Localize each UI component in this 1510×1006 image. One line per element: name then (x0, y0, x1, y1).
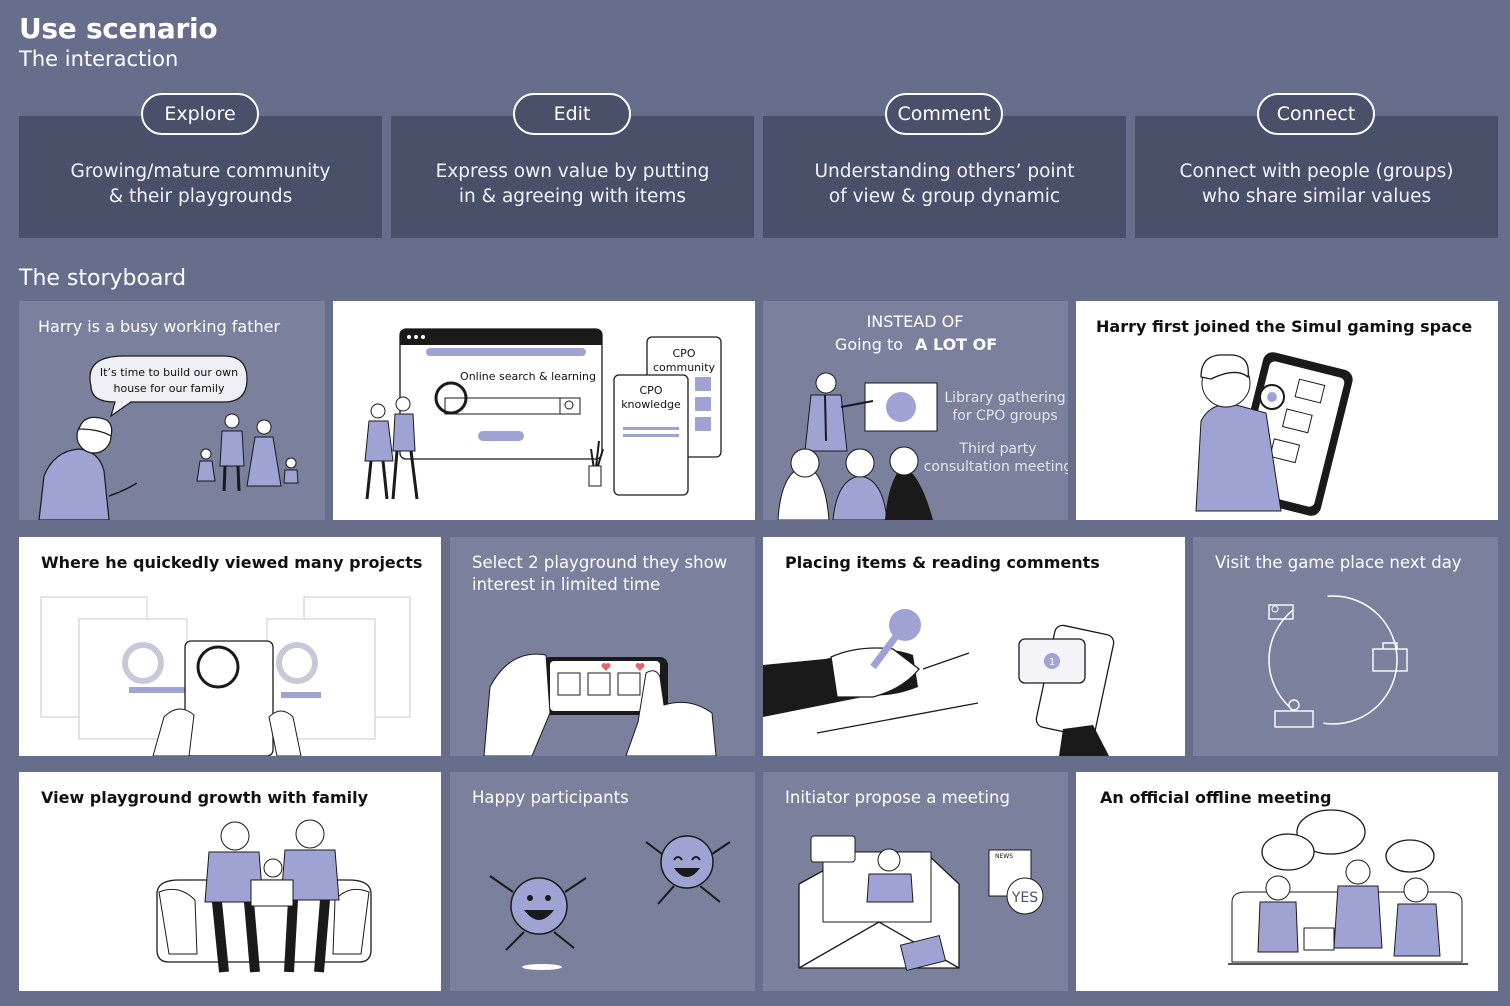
card-cpo-knowledge-line2: knowledge (621, 398, 681, 411)
speech-bubble-line2: house for our family (114, 382, 225, 395)
stage-pill-edit: Edit (513, 93, 631, 135)
panel-instead-of: INSTEAD OF Going to A LOT OF Library gat… (763, 301, 1068, 520)
page-subtitle: The interaction (19, 47, 179, 71)
panel-caption: Harry first joined the Simul gaming spac… (1096, 317, 1473, 336)
card-cpo-community-line1: CPO (673, 347, 696, 360)
select-playground-illustration (483, 653, 717, 756)
panel-caption: Visit the game place next day (1215, 553, 1462, 572)
stage-pill-explore: Explore (141, 93, 259, 135)
viewed-projects-illustration (40, 596, 411, 756)
panel-playground-family: View playground growth with family (19, 772, 441, 991)
yes-label: YES (1011, 890, 1038, 906)
instead-of-line1: INSTEAD OF (867, 312, 964, 331)
option-consultation-line1: Third party (958, 441, 1036, 457)
panel-propose-meeting: Initiator propose a meeting NEWS YES (763, 772, 1068, 991)
panel-caption: An official offline meeting (1100, 788, 1332, 807)
panel-caption: Harry is a busy working father (38, 317, 281, 336)
panel-caption: Placing items & reading comments (785, 553, 1100, 572)
panel-happy-participants: Happy participants (450, 772, 755, 991)
panel-online-search: Online search & learning CPO community C… (333, 301, 755, 520)
joined-gaming-illustration (1195, 352, 1353, 516)
panel-viewed-projects: Where he quickedly viewed many projects (19, 537, 441, 756)
stage-pill-connect: Connect (1257, 93, 1375, 135)
offline-meeting-illustration (1228, 809, 1468, 965)
stage-connect-description: Connect with people (groups)who share si… (1179, 161, 1454, 207)
notification-badge: 1 (1049, 657, 1055, 668)
option-library-line2: for CPO groups (952, 408, 1057, 424)
stage-explore: Growing/mature community& their playgrou… (19, 116, 382, 238)
happy-participants-illustration (489, 835, 731, 970)
busy-father-illustration: It’s time to build our own house for our… (38, 355, 299, 520)
propose-meeting-illustration: NEWS YES (798, 835, 1044, 972)
option-consultation-line2: consultation meeting (924, 459, 1068, 475)
stage-explore-description: Growing/mature community& their playgrou… (70, 161, 331, 207)
panel-offline-meeting: An official offline meeting (1076, 772, 1498, 991)
visit-game-place-illustration (1268, 595, 1408, 728)
instead-of-prefix: Going to (835, 335, 903, 354)
stage-connect: Connect with people (groups)who share si… (1135, 116, 1498, 238)
option-library-line1: Library gathering (944, 390, 1065, 406)
card-cpo-knowledge-line1: CPO (640, 384, 663, 397)
panel-caption: Initiator propose a meeting (785, 788, 1010, 807)
panel-caption: View playground growth with family (41, 788, 369, 807)
instead-of-illustration: INSTEAD OF Going to A LOT OF Library gat… (777, 312, 1068, 520)
panel-visit-game-place: Visit the game place next day (1193, 537, 1498, 756)
panel-joined-gaming-space: Harry first joined the Simul gaming spac… (1076, 301, 1498, 520)
browser-label: Online search & learning (460, 370, 596, 383)
storyboard-heading: The storyboard (19, 266, 187, 291)
news-label: NEWS (995, 853, 1013, 860)
page-title: Use scenario (19, 12, 218, 45)
instead-of-emphasis: A LOT OF (915, 335, 997, 354)
online-search-illustration: Online search & learning CPO community C… (364, 328, 722, 500)
placing-items-illustration: 1 (763, 609, 1115, 756)
speech-bubble-line1: It’s time to build our own (100, 366, 238, 379)
panel-caption: Where he quickedly viewed many projects (41, 553, 423, 572)
stage-pill-comment: Comment (885, 93, 1003, 135)
card-cpo-community-line2: community (653, 361, 716, 374)
panel-placing-items: Placing items & reading comments 1 (763, 537, 1185, 756)
panel-busy-father: Harry is a busy working father It’s time… (19, 301, 325, 520)
panel-caption: Happy participants (472, 788, 629, 807)
playground-family-illustration (156, 819, 372, 973)
